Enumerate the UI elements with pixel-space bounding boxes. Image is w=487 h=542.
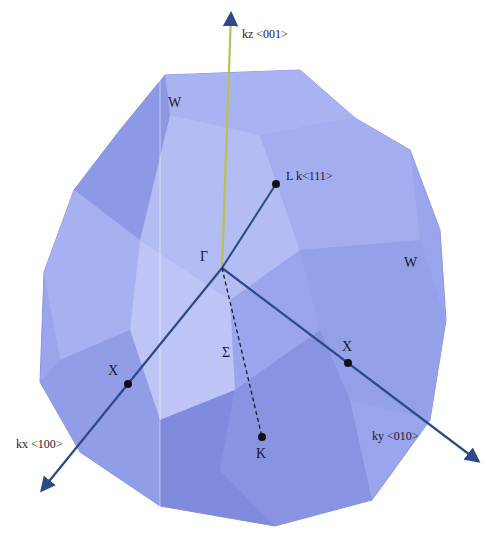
axis-label: kz <001>	[242, 28, 288, 40]
x-point	[124, 380, 132, 388]
point-label: X	[108, 364, 118, 378]
axis-label: ky <010>	[372, 430, 419, 442]
l-point	[272, 180, 280, 188]
bottom-face	[160, 390, 275, 526]
point-label: Γ	[200, 250, 208, 264]
zone-outline	[40, 70, 446, 526]
point-label: W	[404, 256, 417, 270]
hex-face	[260, 118, 420, 250]
sigma-line	[222, 268, 262, 437]
point-label: L k<111>	[286, 170, 333, 182]
point-label: Σ	[222, 346, 230, 360]
point-label: W	[168, 96, 181, 110]
l-direction	[222, 184, 276, 268]
x-point	[344, 359, 352, 367]
kx-axis	[42, 268, 222, 490]
kz-axis	[222, 14, 231, 268]
point-label: K	[256, 447, 266, 461]
ky-axis	[222, 268, 478, 461]
edge-highlight	[160, 75, 161, 506]
point-label: X	[342, 340, 352, 354]
k-point	[258, 433, 266, 441]
axis-label: kx <100>	[16, 438, 63, 450]
